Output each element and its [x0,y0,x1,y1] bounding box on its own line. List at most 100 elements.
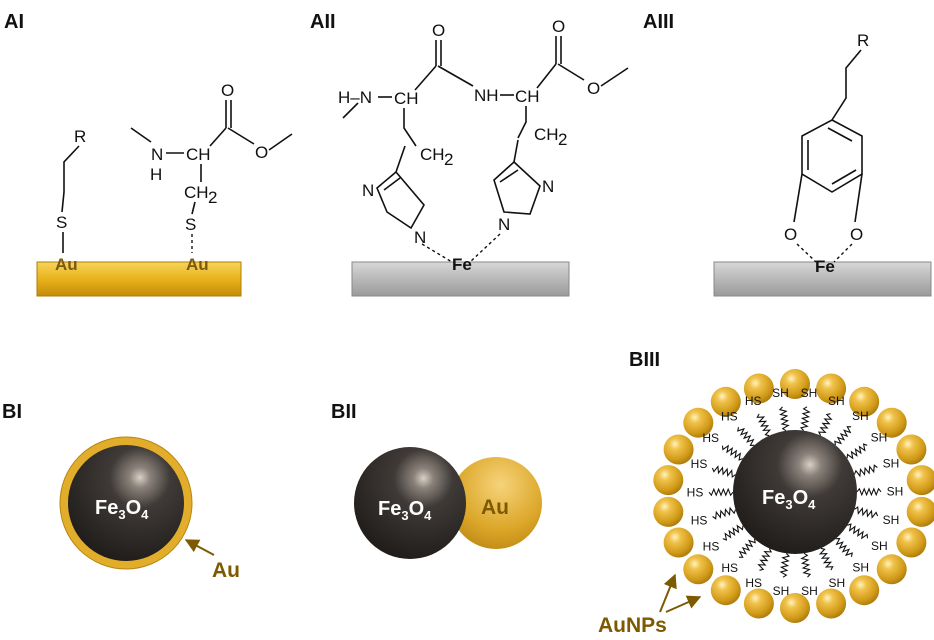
panel-label-aii: AII [310,11,336,33]
bond [793,173,803,223]
atom-s: S [185,215,196,234]
imidazole-ring [493,160,541,215]
thiol-linker [778,406,790,432]
atom-o: O [784,225,797,244]
bond [557,63,585,81]
atom-r: R [74,127,86,146]
gold-nanoparticle [876,554,907,585]
panel-biii-decorated-core: Fe3O4 SHSHSHSHSHSHSHSHSHSHSHSHHSHSHSHSHS… [598,369,934,637]
thiol-label: SH [801,386,818,400]
coordination-bond [833,243,853,263]
gold-nanoparticle [849,386,880,417]
thiol-label: SH [871,539,888,553]
thiol-linker [721,444,743,461]
au-arrow [184,539,215,556]
gold-nanoparticle [743,373,774,404]
gold-nanoparticle [896,434,927,465]
gold-nanoparticle [816,588,847,619]
panel-label-ai: AI [4,11,24,33]
bond [435,40,442,66]
coordination-bond [469,233,501,263]
atom-h: H [150,165,162,184]
atom-ch2: CH [534,125,559,144]
coordination-bond [796,243,817,263]
thiol-label: HS [687,485,704,499]
bond [517,106,527,139]
bond [437,65,474,87]
gold-nanoparticle [816,373,847,404]
core-label: Fe3O4 [95,497,149,522]
atom-o: O [221,81,234,100]
atom-ch2: CH [184,183,209,202]
benzene-ring [801,119,863,193]
atom-n: N [414,228,426,247]
metal-fe: Fe [452,255,472,274]
atom-s: S [56,213,67,232]
gold-nanoparticle [663,527,694,558]
atom-sub2: 2 [444,150,453,169]
panel-ai-thiol-on-gold: R S Au N H CH O O CH 2 S Au [36,81,293,297]
iron-oxide-lobe [354,447,466,559]
iron-surface [351,261,570,297]
bond [414,65,437,91]
gold-nanoparticle [780,369,810,399]
thiol-linker [738,538,756,558]
gold-nanoparticle [780,593,810,623]
atom-hn: H–N [338,88,372,107]
atom-ch: CH [515,87,540,106]
metal-fe: Fe [815,257,835,276]
gold-nanoparticle [849,575,880,606]
thiol-linkers [708,406,882,578]
thiol-linker [757,548,773,571]
bond [209,127,227,147]
gold-nanoparticle [710,575,741,606]
aunps-arrow [659,573,677,613]
panel-aiii-catechol-on-iron: R O O Fe [713,31,932,297]
thiol-label: SH [828,576,845,590]
bond [555,36,562,64]
thiol-label: SH [773,584,790,598]
aunps-arrow [665,595,702,613]
gold-lobe [450,457,542,549]
panel-label-biii: BIII [629,349,660,371]
gold-nanoparticle [653,496,684,527]
thiol-linker [711,465,736,478]
thiol-label: SH [801,584,818,598]
atom-n: N [498,215,510,234]
bond [130,127,152,143]
thiol-label: HS [703,539,720,553]
panel-label-aiii: AIII [643,11,674,33]
atom-r: R [857,31,869,50]
thiol-linker [722,524,744,541]
bond [600,67,629,87]
thiol-linker [856,487,882,497]
gold-nanoparticle [653,465,684,496]
au-label: Au [212,559,240,582]
gold-surface [36,261,242,297]
thiol-label: HS [691,457,708,471]
iron-oxide-core [68,445,184,561]
imidazole-ring [376,170,425,230]
bond [403,108,417,147]
thiol-linker [834,426,852,446]
metal-au: Au [186,255,209,274]
bond [61,145,80,213]
gold-nanoparticle [743,588,774,619]
atom-o: O [587,79,600,98]
gold-nanoparticle [906,465,934,496]
bond [854,173,863,223]
coordination-bond [421,243,453,263]
thiol-label: SH [852,560,869,574]
thiol-label: HS [691,513,708,527]
bond [513,139,519,163]
iron-surface [713,261,932,297]
gold-nanoparticle [896,527,927,558]
thiol-label: SH [828,394,845,408]
thiol-linker [818,547,834,571]
thiol-linker [817,413,833,436]
thiol-label: HS [721,561,738,575]
thiol-linker [800,552,812,578]
gold-nanoparticle [683,407,714,438]
thiol-label: SH [871,431,888,445]
